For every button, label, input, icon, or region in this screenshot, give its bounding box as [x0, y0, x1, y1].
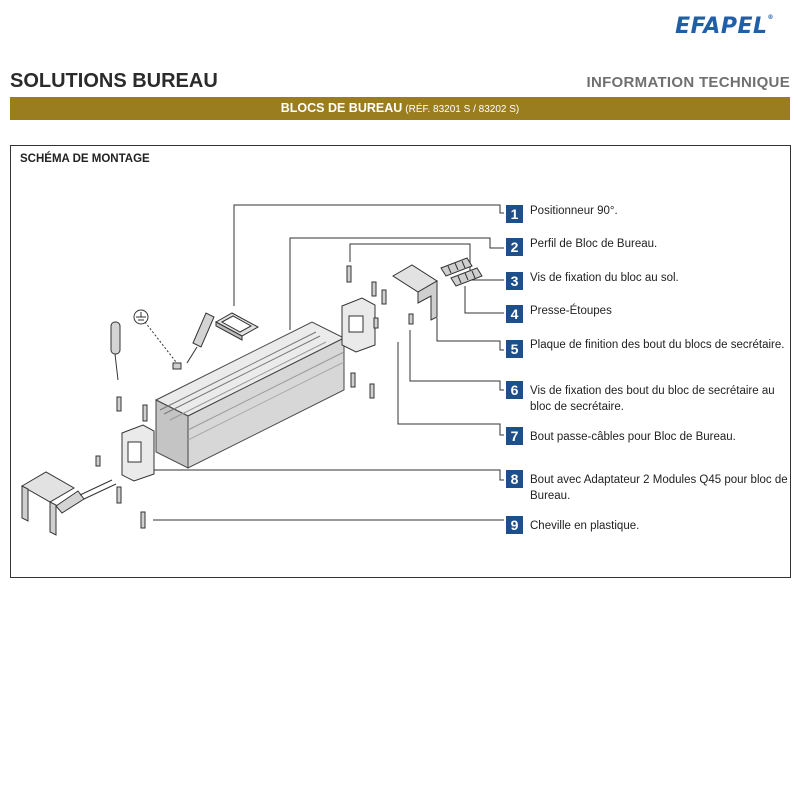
profile-bloc-bureau — [154, 321, 346, 469]
end-cable-pass — [341, 297, 376, 353]
cable-glands — [440, 257, 483, 287]
section-title: INFORMATION TECHNIQUE — [586, 74, 790, 91]
legend-label-8: Bout avec Adaptateur 2 Modules Q45 pour … — [530, 474, 788, 502]
legend-label-3: Vis de fixation du bloc au sol. — [530, 272, 679, 284]
legend-label-9: Cheville en plastique. — [530, 520, 640, 532]
legend-label-5: Plaque de finition des bout du blocs de … — [530, 339, 785, 351]
end-adapter-q45 — [121, 424, 155, 482]
efapel-logo: EFAPEL® — [675, 14, 774, 39]
legend-number-9: 9 — [506, 516, 523, 534]
legend-label-7: Bout passe-câbles pour Bloc de Bureau. — [530, 431, 736, 443]
leader-line-5 — [436, 318, 504, 351]
leader-line-1 — [233, 204, 504, 306]
legend-label-6: Vis de fixation des bout du bloc de secr… — [530, 385, 775, 413]
screwdriver-bottom — [55, 479, 117, 514]
leader-line-3 — [349, 243, 504, 281]
legend-label-1: Positionneur 90°. — [530, 205, 618, 217]
band-reference: (RÉF. 83201 S / 83202 S) — [405, 104, 520, 115]
screwdriver-left — [110, 321, 121, 381]
page-title: SOLUTIONS BUREAU — [10, 70, 218, 92]
legend-number-3: 3 — [506, 272, 523, 290]
finishing-plate-left — [21, 471, 75, 536]
legend-number-2: 2 — [506, 238, 523, 256]
legend-number-5: 5 — [506, 340, 523, 358]
legend-number-4: 4 — [506, 305, 523, 323]
fixing-screws — [95, 265, 414, 529]
schema-frame — [10, 145, 791, 578]
leader-line-6 — [409, 330, 504, 391]
leader-line-2 — [289, 237, 504, 330]
band-title: BLOCS DE BUREAU — [280, 101, 403, 115]
schema-title: SCHÉMA DE MONTAGE — [20, 153, 150, 165]
leader-line-7 — [397, 342, 504, 436]
finishing-plate — [392, 264, 438, 321]
positioner-90 — [214, 312, 260, 341]
leader-line-4 — [464, 286, 504, 314]
legend-number-1: 1 — [506, 205, 523, 223]
legend-label-4: Presse-Étoupes — [530, 305, 612, 317]
legend-number-6: 6 — [506, 381, 523, 399]
product-band: BLOCS DE BUREAU(RÉF. 83201 S / 83202 S) — [10, 97, 790, 120]
legend-label-2: Perfil de Bloc de Bureau. — [530, 238, 658, 250]
legend-number-7: 7 — [506, 427, 523, 445]
earth-icon — [133, 309, 149, 325]
screwdriver-center — [186, 312, 215, 364]
leader-line-8 — [152, 469, 504, 481]
legend-number-8: 8 — [506, 470, 523, 488]
